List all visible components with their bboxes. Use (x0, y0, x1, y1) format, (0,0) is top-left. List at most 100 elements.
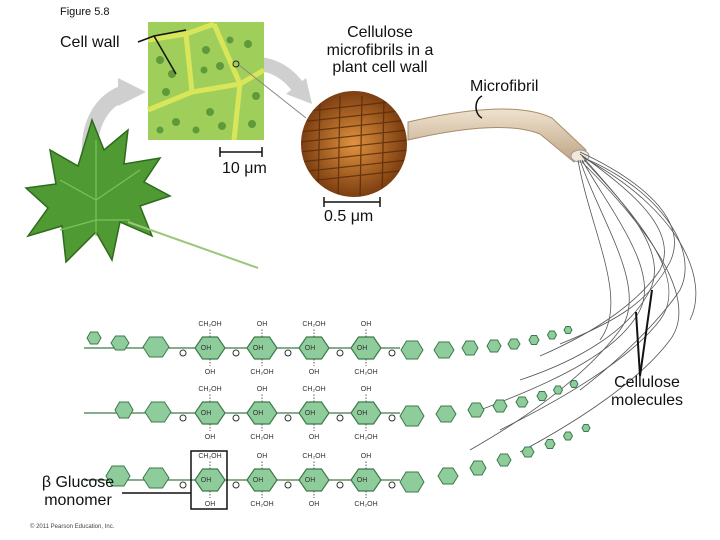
label-top: OH (361, 453, 372, 460)
micrograph-connector (238, 64, 307, 119)
glucose-ring (246, 336, 278, 360)
cellulose-molecules-line2: molecules (610, 391, 684, 409)
oxygen-link (336, 349, 344, 357)
glucose-unit (435, 405, 457, 423)
label-ring-oh: OH (357, 410, 368, 417)
cellulose-pointer-2 (639, 289, 653, 377)
oxygen-link (336, 414, 344, 422)
cellulose-pointer-1 (635, 311, 641, 377)
scale-bar-05um (323, 197, 381, 207)
oxygen-link (179, 414, 187, 422)
cell-wall-label: Cell wall (60, 34, 120, 51)
arrow-micrograph-to-wood-head (286, 78, 312, 104)
cell-wall-pointer-2 (153, 35, 177, 75)
label-top: CH₂OH (302, 386, 325, 393)
glucose-unit (521, 446, 535, 458)
glucose-ring (194, 336, 226, 360)
label-bottom: CH₂OH (250, 501, 273, 508)
glucose-unit (546, 330, 558, 340)
label-top: OH (257, 386, 268, 393)
arrow-leaf-to-micrograph-head (118, 78, 146, 106)
oxygen-link (232, 414, 240, 422)
glucose-unit (569, 380, 579, 388)
label-ring-oh: OH (201, 410, 212, 417)
microfibril-label: Microfibril (470, 78, 539, 95)
label-top: OH (361, 321, 372, 328)
glucose-unit (86, 331, 102, 345)
glucose-monomer-line2: monomer (44, 491, 112, 509)
label-bottom: OH (309, 369, 320, 376)
glucose-unit (399, 471, 425, 493)
label-bottom: CH₂OH (354, 501, 377, 508)
label-ring-oh: OH (305, 477, 316, 484)
label-bottom: OH (205, 434, 216, 441)
label-ring-oh: OH (201, 477, 212, 484)
cellulose-molecules-label: Cellulose molecules (596, 374, 698, 409)
microfibril-micrograph (299, 89, 409, 199)
glucose-ring (194, 468, 226, 492)
scale-10um-label: 10 μm (222, 160, 267, 177)
oxygen-link (388, 481, 396, 489)
scale-bar-10um (219, 147, 263, 157)
glucose-unit (461, 340, 479, 356)
glucose-unit (110, 335, 130, 351)
label-top: CH₂OH (302, 453, 325, 460)
glucose-unit (142, 336, 170, 358)
glucose-unit (562, 431, 574, 441)
glucose-unit (400, 340, 424, 360)
microfibrils-label-line3: plant cell wall (332, 59, 428, 77)
label-bottom: OH (309, 501, 320, 508)
oxygen-link (179, 349, 187, 357)
label-top: CH₂OH (198, 386, 221, 393)
glucose-unit (528, 335, 540, 345)
glucose-ring (246, 401, 278, 425)
glucose-ring (350, 468, 382, 492)
oxygen-link (388, 414, 396, 422)
glucose-unit (105, 465, 131, 487)
glucose-unit (496, 453, 512, 467)
label-top: OH (257, 453, 268, 460)
glucose-unit (552, 385, 564, 395)
label-bottom: CH₂OH (354, 369, 377, 376)
label-bottom: OH (205, 369, 216, 376)
label-top: CH₂OH (198, 321, 221, 328)
glucose-unit (544, 439, 556, 449)
glucose-ring (350, 401, 382, 425)
oxygen-link (179, 481, 187, 489)
oxygen-link (232, 349, 240, 357)
microfibril-bracket (475, 95, 483, 119)
label-ring-oh: OH (253, 410, 264, 417)
glucose-unit (142, 467, 170, 489)
microfibrils-label-line2: microfibrils in a (326, 41, 434, 59)
glucose-monomer-box (190, 450, 228, 510)
cellulose-chains: CH₂OH OH OH OH OH CH₂OH CH₂OH OH OH OH OH CH₂OH CH₂O… (84, 321, 591, 508)
oxygen-link (284, 481, 292, 489)
glucose-ring (194, 401, 226, 425)
label-top: OH (257, 321, 268, 328)
label-bottom: OH (309, 434, 320, 441)
glucose-unit (144, 401, 172, 423)
microfibril-tube (407, 108, 587, 163)
copyright-credit: © 2011 Pearson Education, Inc. (30, 524, 115, 530)
glucose-unit (492, 399, 508, 413)
label-bottom: OH (205, 501, 216, 508)
oxygen-link (284, 349, 292, 357)
glucose-unit (581, 424, 591, 432)
oxygen-link (388, 349, 396, 357)
microfibrils-label: Cellulose microfibrils in a plant cell w… (300, 24, 460, 77)
glucose-ring (298, 401, 330, 425)
label-ring-oh: OH (357, 345, 368, 352)
glucose-unit (467, 402, 485, 418)
glucose-ring (246, 468, 278, 492)
cellulose-strands (469, 151, 697, 453)
label-ring-oh: OH (253, 345, 264, 352)
oxygen-link (284, 414, 292, 422)
scale-05um-label: 0.5 μm (324, 208, 374, 225)
glucose-unit (399, 405, 425, 427)
glucose-unit (536, 391, 548, 401)
label-ring-oh: OH (201, 345, 212, 352)
glucose-unit (433, 341, 455, 359)
label-ring-oh: OH (305, 410, 316, 417)
label-bottom: CH₂OH (250, 434, 273, 441)
